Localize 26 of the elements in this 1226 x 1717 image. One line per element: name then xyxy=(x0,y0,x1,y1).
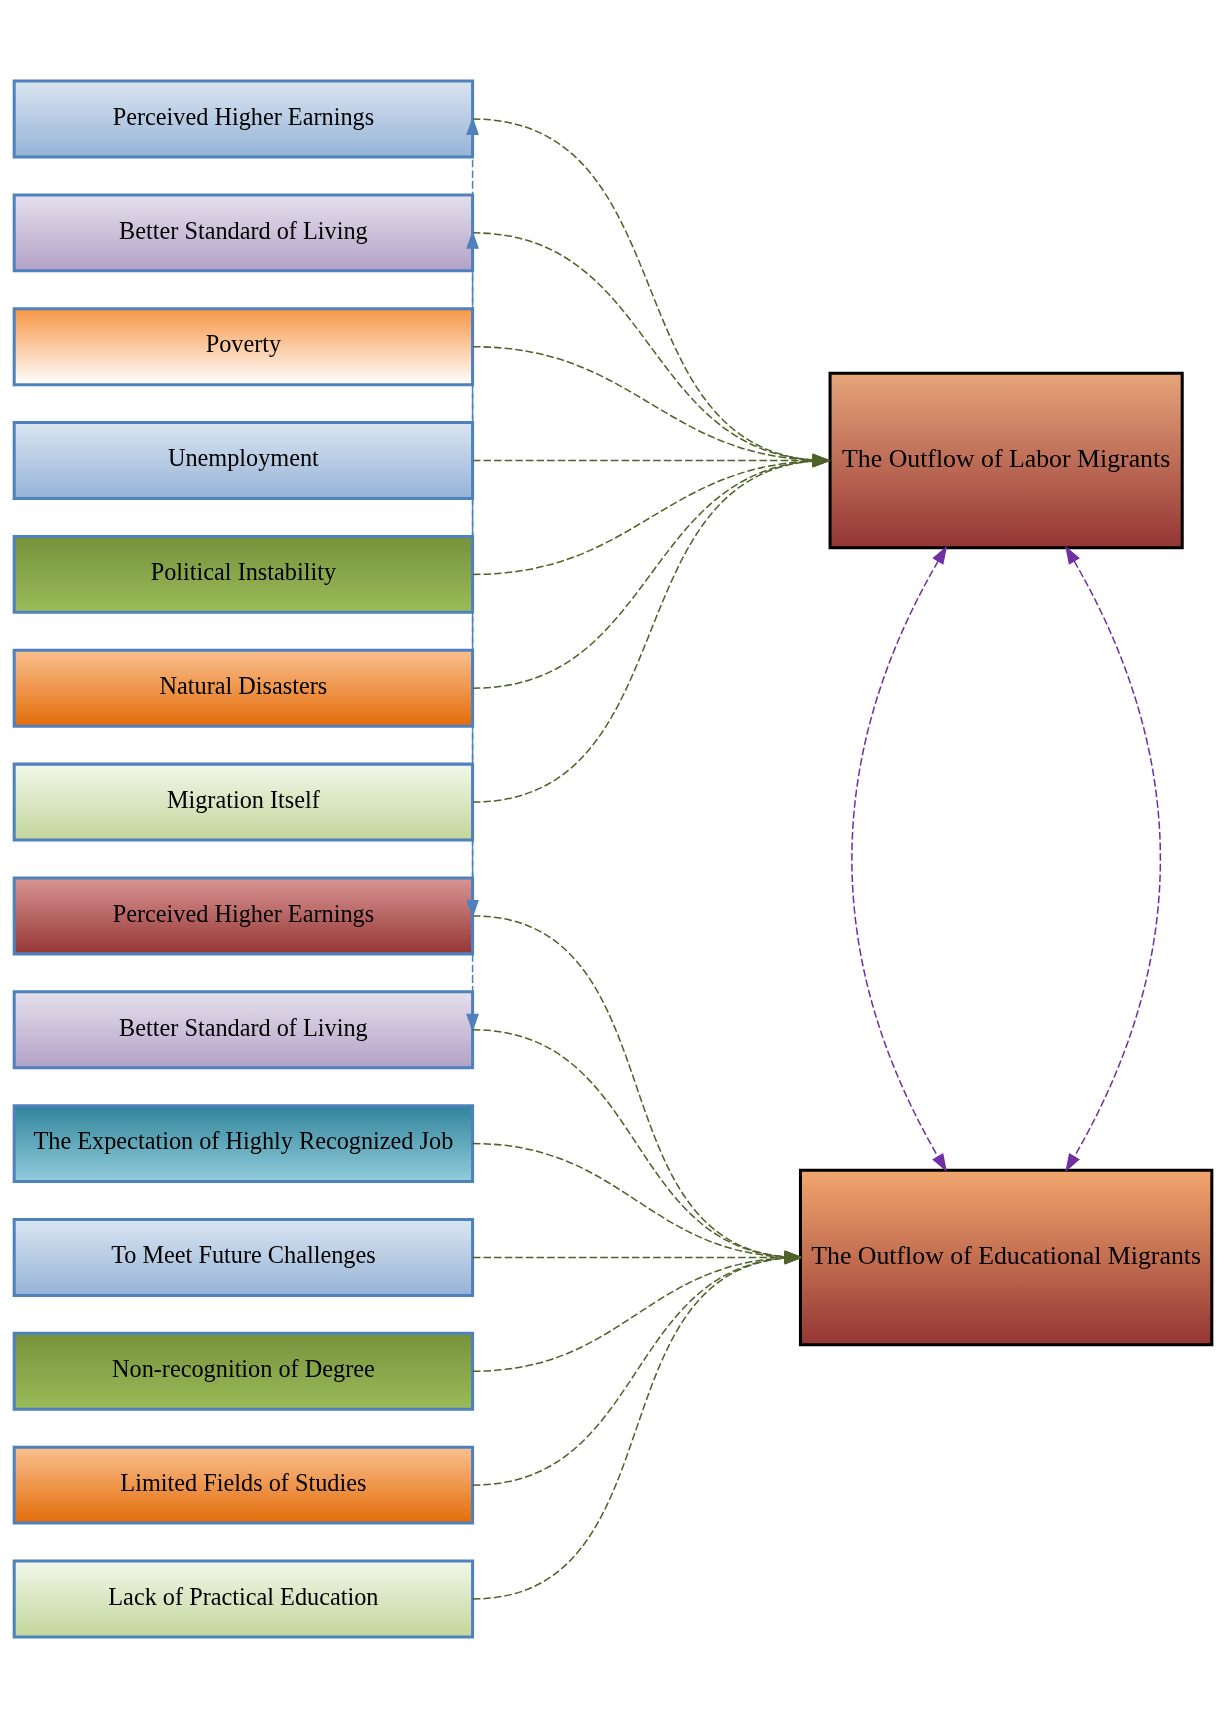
node-box: Better Standard of Living xyxy=(12,989,475,1069)
node-box: Natural Disasters xyxy=(12,648,475,728)
node-box: Political Instability xyxy=(12,534,475,614)
node-box: Perceived Higher Earnings xyxy=(12,875,475,955)
node-box: To Meet Future Challenges xyxy=(12,1217,475,1297)
node-box: Perceived Higher Earnings xyxy=(12,79,475,158)
arrow xyxy=(471,231,831,466)
node-box: Poverty xyxy=(12,306,475,386)
node-box: Better Standard of Living xyxy=(12,192,475,272)
node-box: Migration Itself xyxy=(12,762,475,842)
node-box: Unemployment xyxy=(12,420,475,500)
node-box: Non-recognition of Degree xyxy=(12,1331,475,1411)
arrow xyxy=(851,545,948,1172)
node-box: The Outflow of Labor Migrants xyxy=(828,371,1184,549)
node-box: Limited Fields of Studies xyxy=(12,1445,475,1525)
arrow xyxy=(466,230,479,1032)
arrow xyxy=(471,345,831,467)
node-box: The Expectation of Highly Recognized Job xyxy=(12,1103,475,1183)
arrow xyxy=(471,454,831,803)
arrow xyxy=(471,454,831,575)
node-box: The Outflow of Educational Migrants xyxy=(798,1168,1214,1346)
arrow xyxy=(471,454,831,689)
node-box: Lack of Practical Education xyxy=(12,1559,475,1638)
arrow xyxy=(471,453,831,467)
arrow xyxy=(1065,545,1162,1172)
arrow xyxy=(471,117,831,466)
